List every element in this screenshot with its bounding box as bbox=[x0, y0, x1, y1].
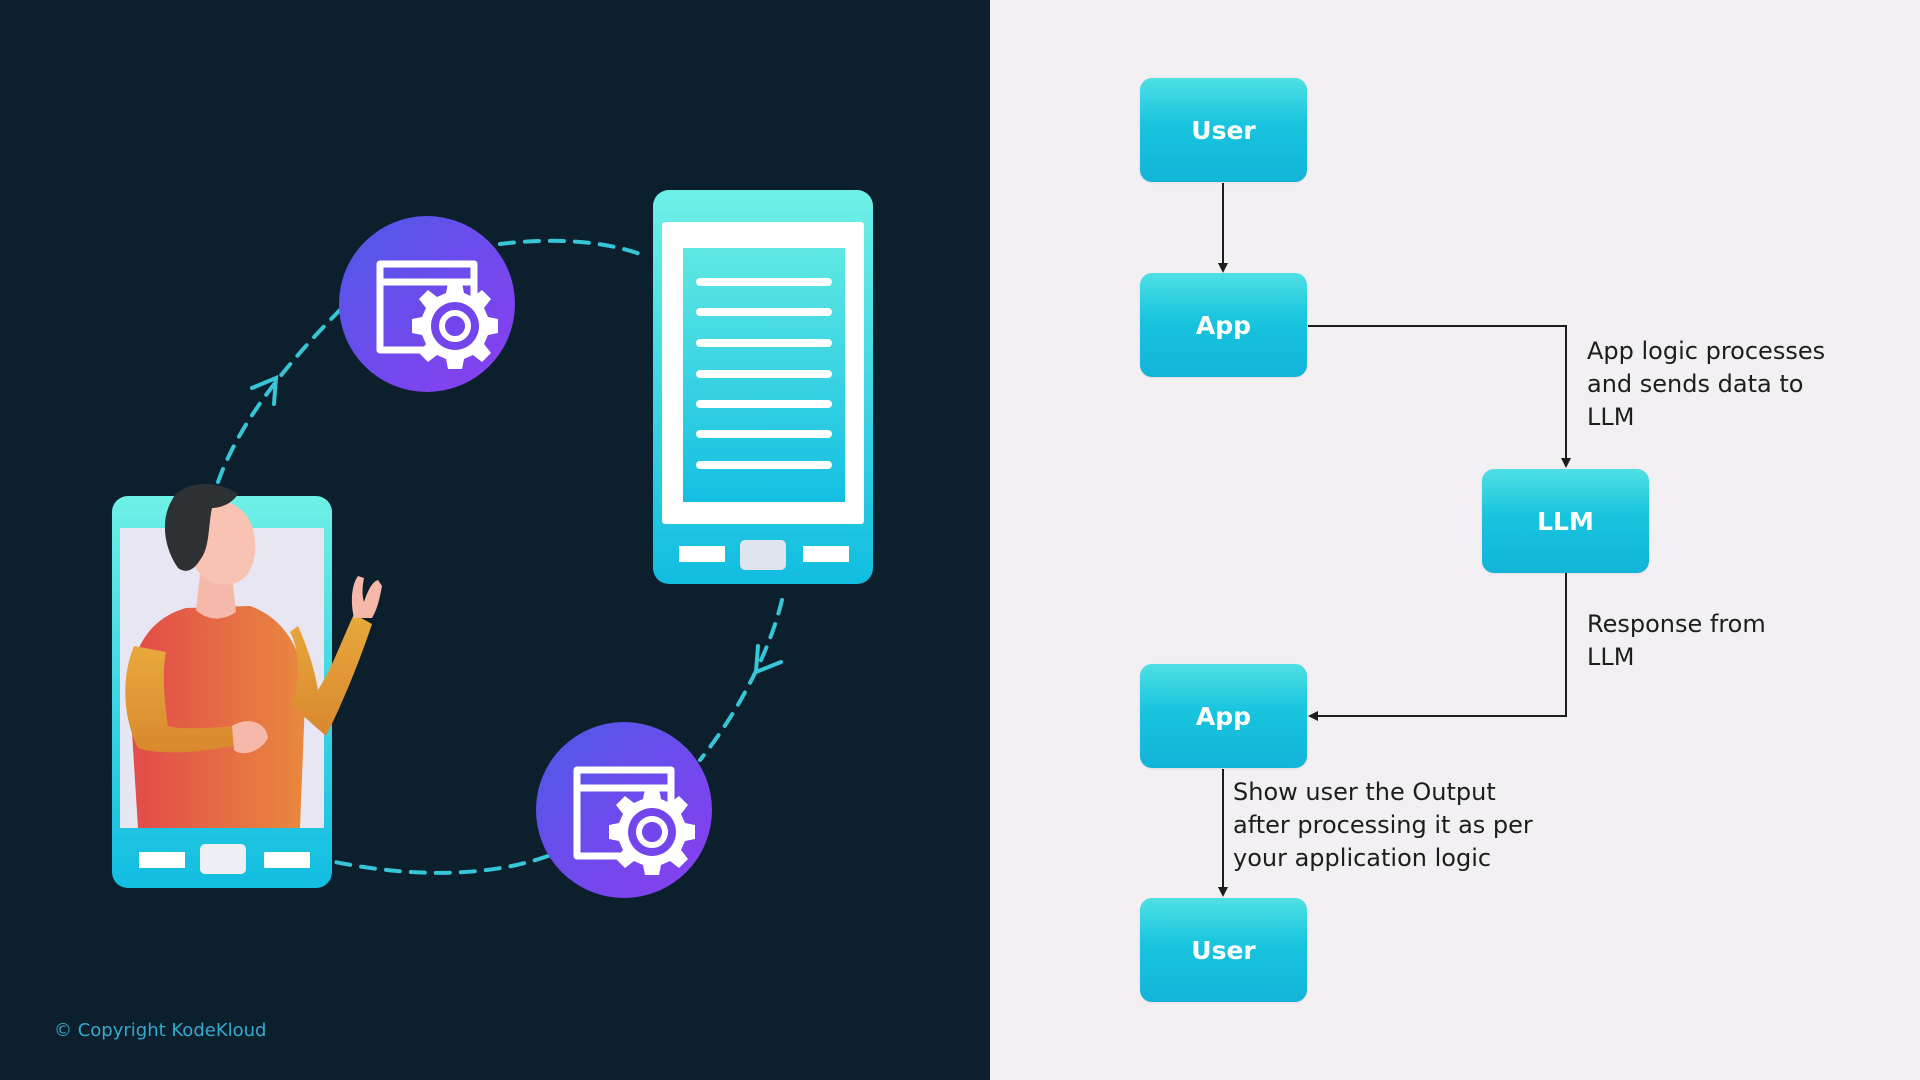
copyright-text: © Copyright KodeKloud bbox=[54, 1020, 267, 1041]
node-user-top: User bbox=[1140, 78, 1307, 182]
illustration-panel: © Copyright KodeKloud bbox=[0, 0, 990, 1080]
note-line: LLM bbox=[1587, 403, 1635, 431]
app-cycle-illustration bbox=[112, 190, 873, 898]
arrowhead-up bbox=[250, 374, 279, 406]
note-line: App logic processes bbox=[1587, 337, 1826, 365]
note-line: and sends data to bbox=[1587, 370, 1804, 398]
tablet-device bbox=[653, 190, 873, 584]
note-line: your application logic bbox=[1233, 844, 1492, 872]
connector-app-to-llm bbox=[1308, 325, 1571, 468]
person-illustration bbox=[125, 483, 382, 828]
node-llm: LLM bbox=[1482, 469, 1649, 573]
flow-diagram-panel: User App LLM App User App logic processe… bbox=[990, 0, 1920, 1080]
note-show-output: Show user the Output after processing it… bbox=[1233, 776, 1533, 875]
node-user-bottom: User bbox=[1140, 898, 1307, 1002]
note-line: LLM bbox=[1587, 643, 1635, 671]
node-app-bottom: App bbox=[1140, 664, 1307, 768]
note-line: Show user the Output bbox=[1233, 778, 1496, 806]
node-app-top: App bbox=[1140, 273, 1307, 377]
note-llm-response: Response from LLM bbox=[1587, 608, 1766, 674]
note-line: Response from bbox=[1587, 610, 1766, 638]
arrowhead-down bbox=[753, 644, 783, 676]
note-app-to-llm: App logic processes and sends data to LL… bbox=[1587, 335, 1825, 434]
connector-llm-to-app bbox=[1308, 573, 1567, 721]
settings-window-icon bbox=[339, 216, 515, 392]
note-line: after processing it as per bbox=[1233, 811, 1533, 839]
settings-window-icon bbox=[536, 722, 712, 898]
dashed-cycle-path bbox=[216, 238, 784, 875]
flow-connectors bbox=[1218, 183, 1571, 897]
